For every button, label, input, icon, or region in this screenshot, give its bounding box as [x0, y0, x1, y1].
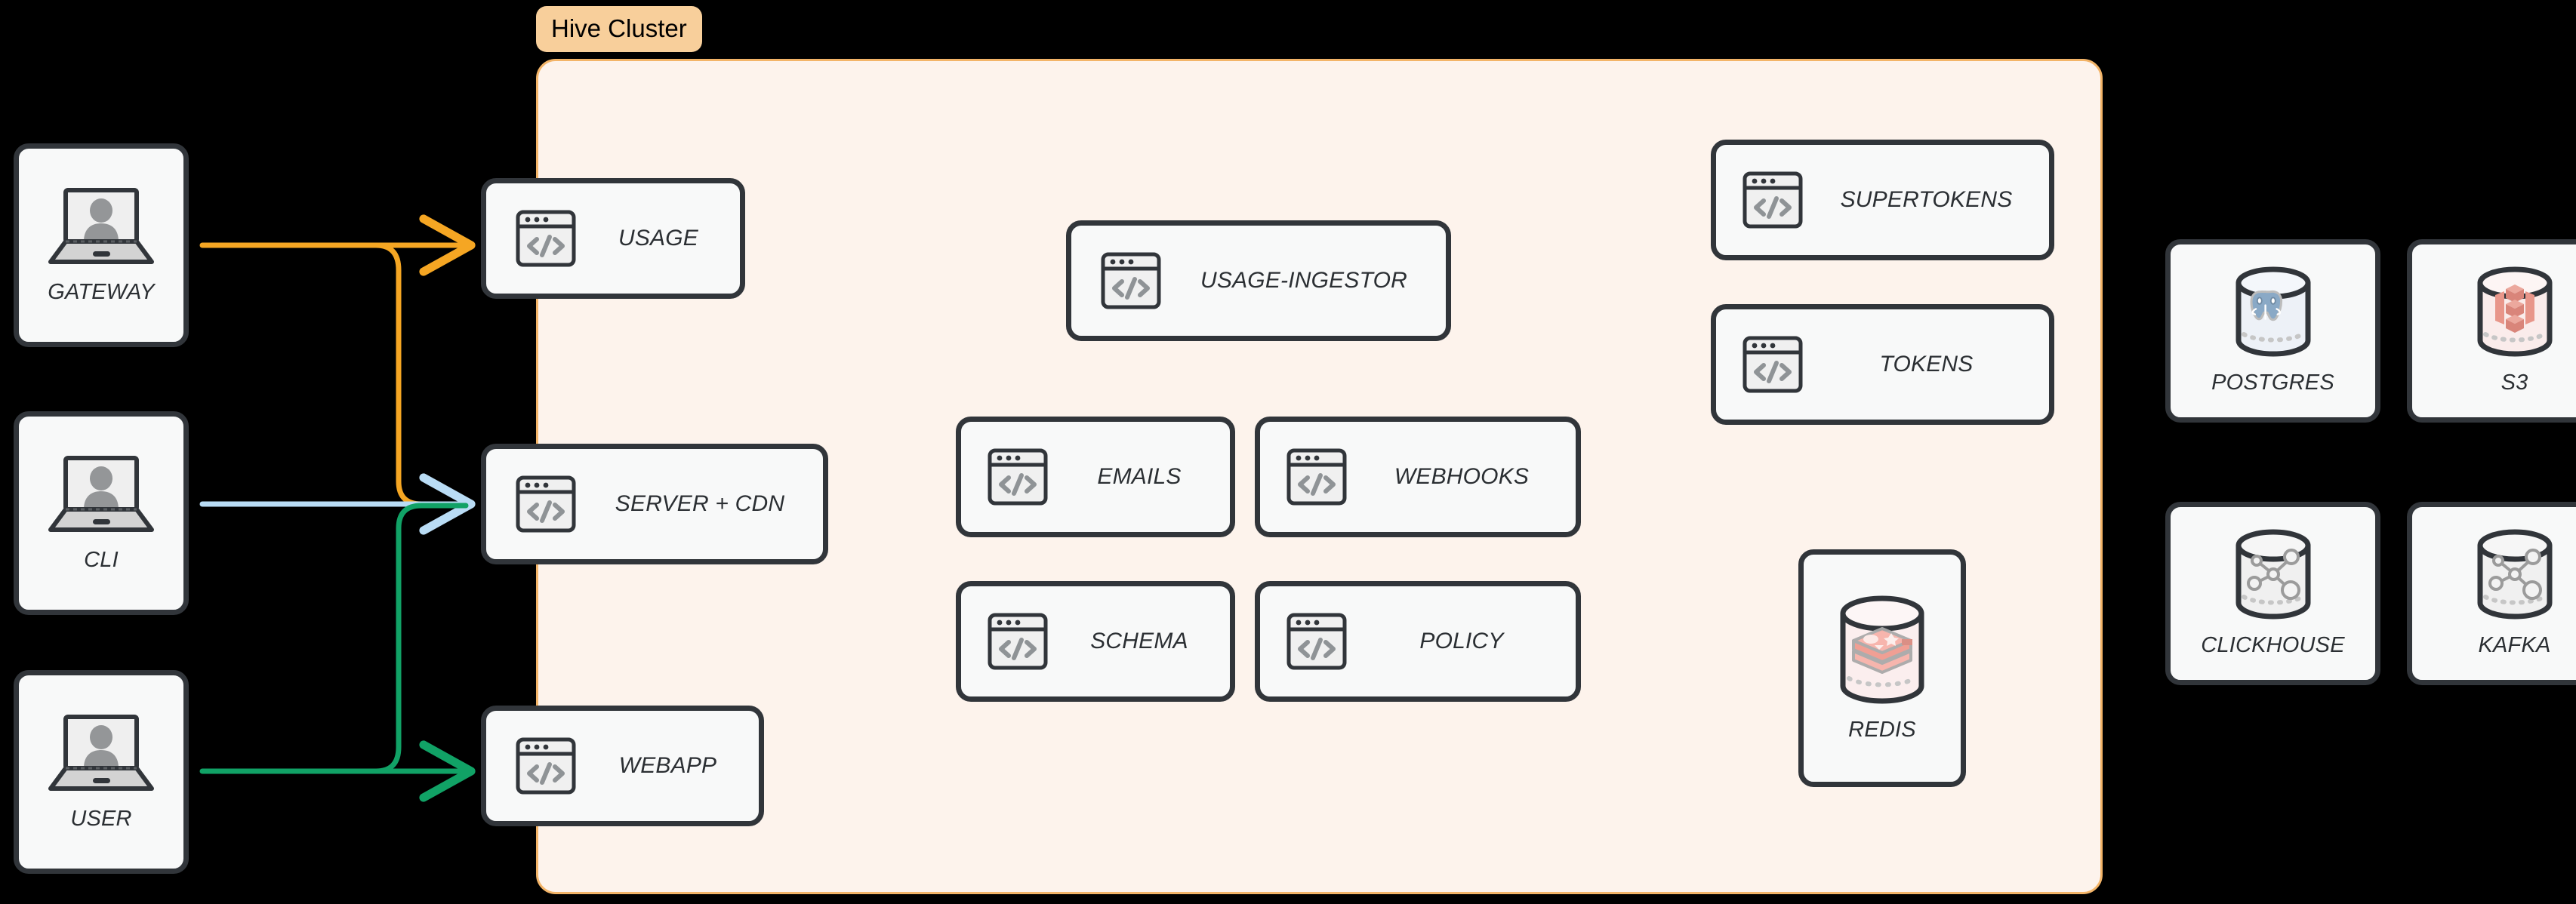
node-redis[interactable]: REDIS [1798, 549, 1966, 787]
node-server-cdn[interactable]: SERVER + CDN [481, 444, 828, 564]
node-label: POLICY [1419, 629, 1504, 653]
network-cylinder-icon [2468, 529, 2562, 621]
node-postgres[interactable]: POSTGRES [2165, 239, 2380, 423]
node-user[interactable]: USER [14, 670, 189, 874]
node-gateway[interactable]: GATEWAY [14, 143, 189, 347]
node-label: CLICKHOUSE [2201, 633, 2345, 657]
s3-cylinder-icon [2468, 266, 2562, 358]
node-usage-ingestor[interactable]: USAGE-INGESTOR [1066, 220, 1451, 341]
node-label: GATEWAY [48, 279, 155, 304]
node-label: CLI [84, 547, 119, 572]
node-policy[interactable]: POLICY [1255, 581, 1581, 702]
code-window-icon [987, 446, 1049, 508]
node-schema[interactable]: SCHEMA [956, 581, 1235, 702]
code-window-icon [1742, 334, 1804, 395]
node-webhooks[interactable]: WEBHOOKS [1255, 417, 1581, 537]
code-window-icon [515, 735, 577, 797]
node-kafka[interactable]: KAFKA [2407, 502, 2576, 685]
edge-gateway-to-server-cdn [373, 242, 469, 507]
node-webapp[interactable]: WEBAPP [481, 706, 764, 826]
node-label: USER [70, 806, 132, 831]
node-usage[interactable]: USAGE [481, 178, 745, 299]
node-label: SCHEMA [1090, 629, 1188, 653]
node-label: SERVER + CDN [615, 491, 785, 516]
node-label: SUPERTOKENS [1840, 187, 2013, 212]
laptop-user-icon [45, 713, 158, 795]
node-label: REDIS [1848, 718, 1916, 742]
hive-cluster-label: Hive Cluster [536, 6, 702, 52]
node-cli[interactable]: CLI [14, 411, 189, 615]
node-s3[interactable]: S3 [2407, 239, 2576, 423]
node-tokens[interactable]: TOKENS [1711, 304, 2054, 425]
node-label: USAGE-INGESTOR [1200, 268, 1407, 293]
node-clickhouse[interactable]: CLICKHOUSE [2165, 502, 2380, 685]
postgres-cylinder-icon [2226, 266, 2320, 358]
node-label: KAFKA [2478, 633, 2551, 657]
edge-user-to-server-cdn [373, 503, 469, 774]
node-label: POSTGRES [2211, 371, 2334, 395]
laptop-user-icon [45, 186, 158, 268]
code-window-icon [1286, 446, 1348, 508]
code-window-icon [1286, 610, 1348, 672]
code-window-icon [515, 473, 577, 535]
node-label: WEBHOOKS [1394, 464, 1530, 489]
code-window-icon [1100, 250, 1162, 312]
node-label: TOKENS [1879, 352, 1974, 377]
laptop-user-icon [45, 454, 158, 536]
node-label: USAGE [618, 226, 699, 251]
network-cylinder-icon [2226, 529, 2320, 621]
node-label: WEBAPP [618, 753, 717, 778]
node-supertokens[interactable]: SUPERTOKENS [1711, 140, 2054, 260]
code-window-icon [987, 610, 1049, 672]
node-emails[interactable]: EMAILS [956, 417, 1235, 537]
redis-cylinder-icon [1829, 594, 1935, 706]
node-label: EMAILS [1097, 464, 1182, 489]
code-window-icon [1742, 169, 1804, 231]
code-window-icon [515, 208, 577, 269]
node-label: S3 [2501, 371, 2528, 395]
